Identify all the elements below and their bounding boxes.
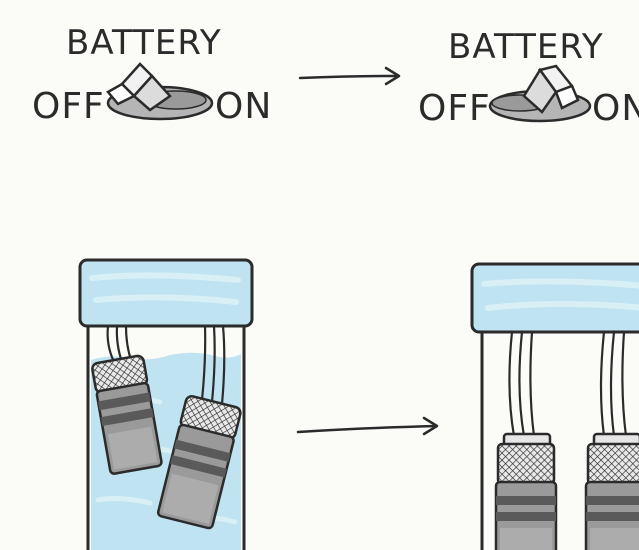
- switch-on-label-before: ON: [215, 86, 272, 127]
- switch-title-after: BATTERY: [448, 27, 604, 67]
- switch-on-label-after: ON: [592, 88, 639, 129]
- tank-lid-before: [80, 260, 252, 326]
- water-tank-after: [472, 264, 639, 550]
- battery-after-1: [496, 434, 556, 550]
- switch-title-before: BATTERY: [66, 23, 222, 63]
- battery-after-2: [586, 434, 639, 550]
- water-tank-before: [80, 260, 252, 550]
- switch-off-label-after: OFF: [418, 88, 491, 129]
- battery-switch-off-panel: BATTERY OFF ON: [32, 23, 272, 127]
- tank-lid-after: [472, 264, 639, 332]
- battery-switch-on-panel: BATTERY OFF ON: [418, 27, 639, 129]
- switch-off-label-before: OFF: [32, 86, 105, 127]
- arrow-bottom: [298, 418, 437, 434]
- arrow-top: [300, 68, 399, 84]
